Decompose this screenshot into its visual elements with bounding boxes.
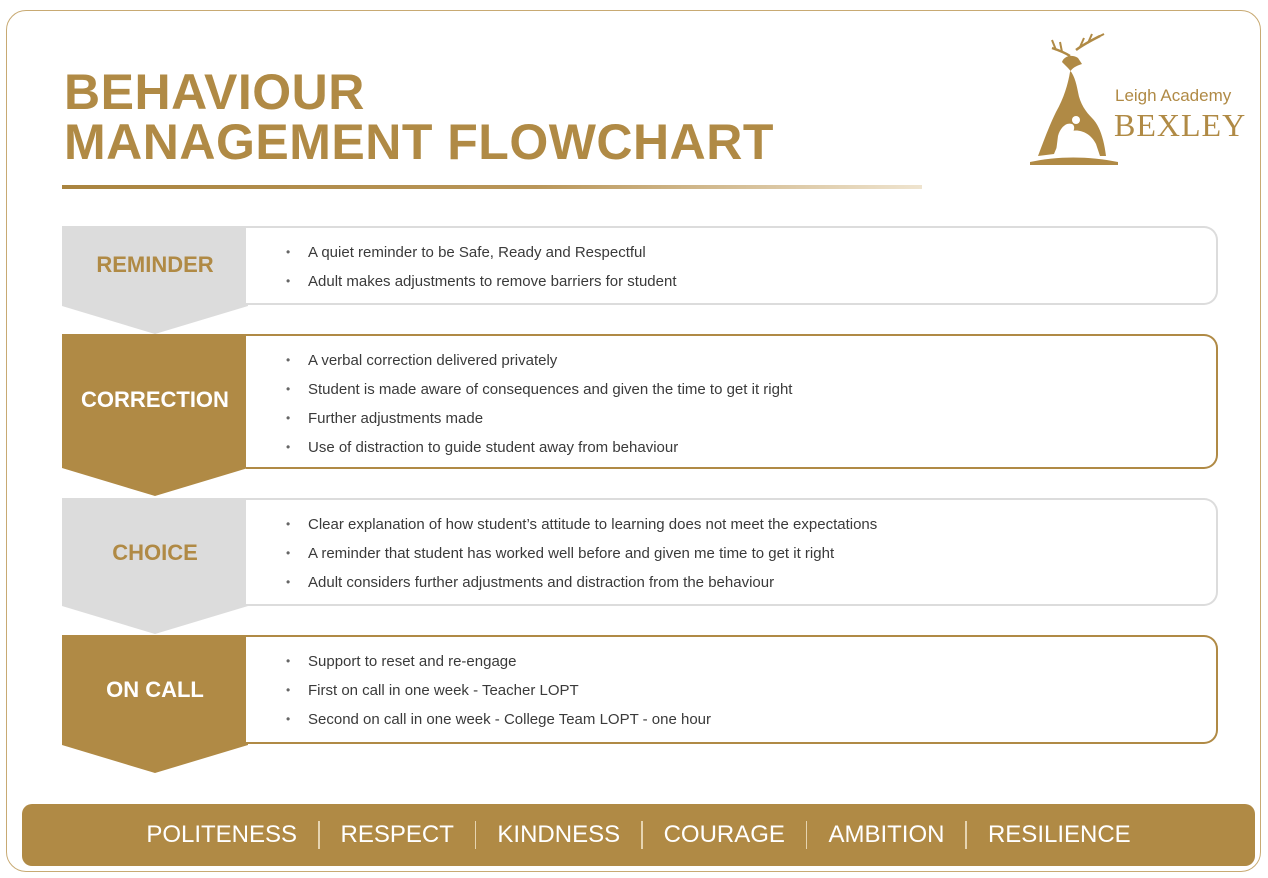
- list-item: •Clear explanation of how student’s atti…: [286, 516, 878, 533]
- list-item: •Adult makes adjustments to remove barri…: [286, 273, 677, 290]
- values-footer: POLITENESS RESPECT KINDNESS COURAGE AMBI…: [22, 804, 1255, 866]
- chevron-down-icon: [62, 498, 248, 634]
- logo-text-academy: Leigh Academy: [1115, 86, 1232, 105]
- step-box-correction: •A verbal correction delivered privately…: [246, 334, 1218, 469]
- step-box-choice: •Clear explanation of how student’s atti…: [246, 498, 1218, 606]
- divider: [318, 821, 320, 849]
- value-respect: RESPECT: [340, 821, 454, 848]
- divider: [805, 821, 808, 849]
- step-box-reminder: •A quiet reminder to be Safe, Ready and …: [246, 226, 1218, 305]
- stag-logo-icon: [1030, 33, 1118, 165]
- divider: [641, 821, 643, 849]
- list-item: •First on call in one week - Teacher LOP…: [286, 682, 579, 699]
- step-label: CORRECTION: [81, 387, 229, 412]
- chevron-down-icon: [62, 334, 248, 496]
- list-item: •Second on call in one week - College Te…: [286, 711, 712, 728]
- value-kindness: KINDNESS: [497, 821, 621, 848]
- value-ambition: AMBITION: [828, 821, 945, 848]
- title-line-1: BEHAVIOUR: [64, 64, 365, 120]
- logo-text-bexley: BEXLEY: [1114, 107, 1247, 143]
- list-item: •Adult considers further adjustments and…: [286, 574, 775, 591]
- value-courage: COURAGE: [663, 821, 785, 848]
- list-item: •A reminder that student has worked well…: [286, 545, 835, 562]
- list-item: •Use of distraction to guide student awa…: [286, 439, 679, 456]
- step-label: CHOICE: [112, 540, 198, 565]
- list-item: •Further adjustments made: [286, 410, 484, 427]
- step-label: REMINDER: [96, 252, 214, 277]
- list-item: •Student is made aware of consequences a…: [286, 381, 793, 398]
- value-resilience: RESILIENCE: [987, 821, 1131, 848]
- list-item: •A verbal correction delivered privately: [286, 352, 558, 369]
- chevron-down-icon: [62, 226, 248, 334]
- divider: [474, 821, 477, 849]
- divider: [965, 821, 967, 849]
- title-underline: [62, 185, 922, 189]
- step-tab-choice: CHOICE: [62, 498, 248, 634]
- chevron-down-icon: [62, 635, 248, 773]
- list-item: •A quiet reminder to be Safe, Ready and …: [286, 244, 646, 261]
- step-tab-correction: CORRECTION: [62, 334, 248, 496]
- step-tab-on-call: ON CALL: [62, 635, 248, 773]
- step-tab-reminder: REMINDER: [62, 226, 248, 334]
- step-box-on-call: •Support to reset and re-engage •First o…: [246, 635, 1218, 744]
- step-label: ON CALL: [106, 677, 204, 702]
- title-line-2: MANAGEMENT FLOWCHART: [64, 114, 774, 170]
- list-item: •Support to reset and re-engage: [286, 653, 517, 670]
- value-politeness: POLITENESS: [146, 821, 298, 848]
